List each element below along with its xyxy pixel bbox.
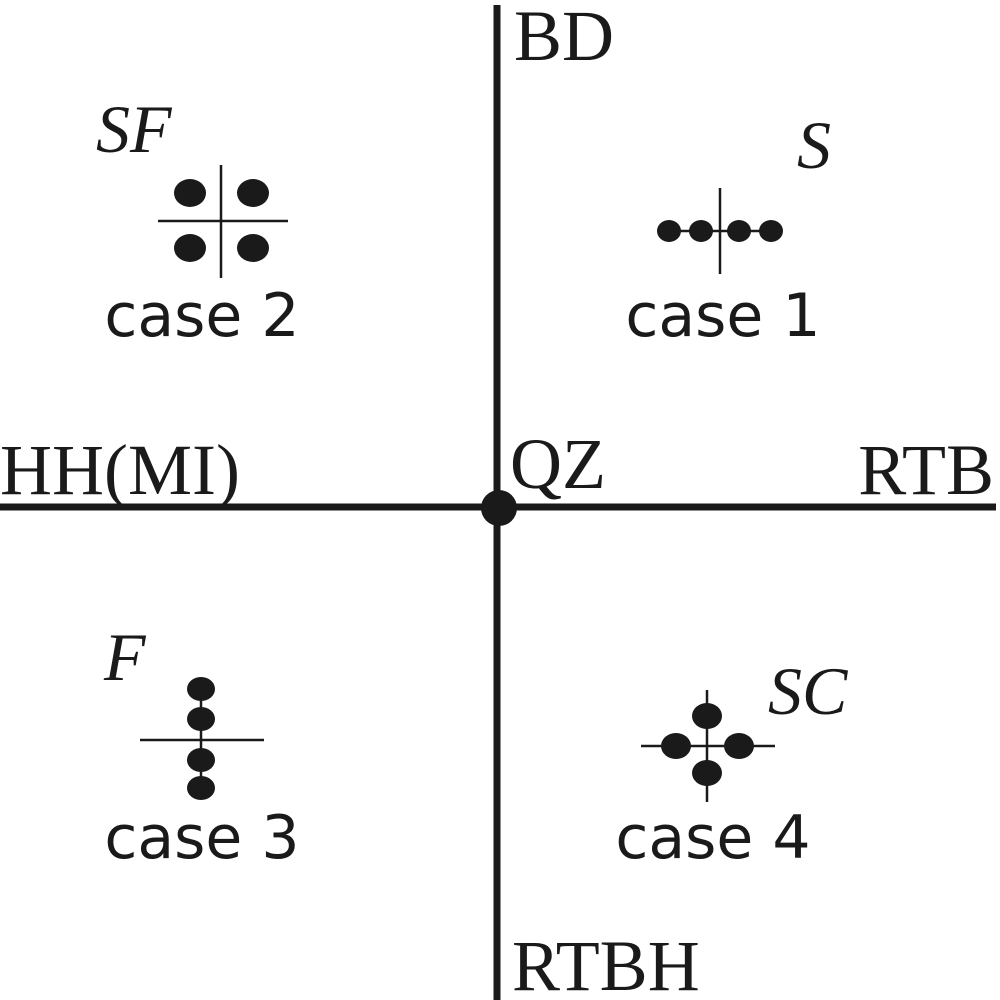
case-2-group: SF case 2: [96, 91, 300, 351]
case-2-dot: [174, 179, 206, 207]
axis-label-right: RTB: [858, 430, 994, 510]
case-label-4: case 4: [615, 803, 810, 873]
case-4-dot: [661, 733, 691, 759]
region-label-sf: SF: [96, 91, 173, 167]
case-3-group: F case 3: [103, 619, 300, 873]
case-2-dot: [237, 234, 269, 262]
case-label-1: case 1: [625, 281, 820, 351]
case-3-dot: [187, 748, 215, 772]
case-1-dot: [657, 220, 681, 242]
case-1-group: S case 1: [625, 107, 831, 351]
region-label-sc: SC: [768, 653, 848, 729]
case-1-dot: [689, 220, 713, 242]
case-2-dot: [237, 179, 269, 207]
case-4-dot: [724, 733, 754, 759]
case-3-dot: [187, 677, 215, 701]
case-4-group: SC case 4: [615, 653, 848, 873]
axis-label-origin: QZ: [510, 424, 606, 504]
region-label-s: S: [797, 107, 831, 183]
axis-label-top: BD: [514, 0, 614, 76]
region-label-f: F: [103, 619, 147, 695]
case-1-dot: [759, 220, 783, 242]
case-label-3: case 3: [104, 803, 299, 873]
case-2-dot: [174, 234, 206, 262]
case-label-2: case 2: [104, 281, 299, 351]
case-3-dot: [187, 707, 215, 731]
case-3-dot: [187, 776, 215, 800]
axis-label-bottom: RTBH: [512, 926, 700, 1000]
case-4-dot: [692, 703, 722, 729]
origin-point: [481, 490, 517, 526]
axis-label-left: HH(MI): [0, 430, 240, 510]
case-4-dot: [692, 760, 722, 786]
case-1-dot: [727, 220, 751, 242]
